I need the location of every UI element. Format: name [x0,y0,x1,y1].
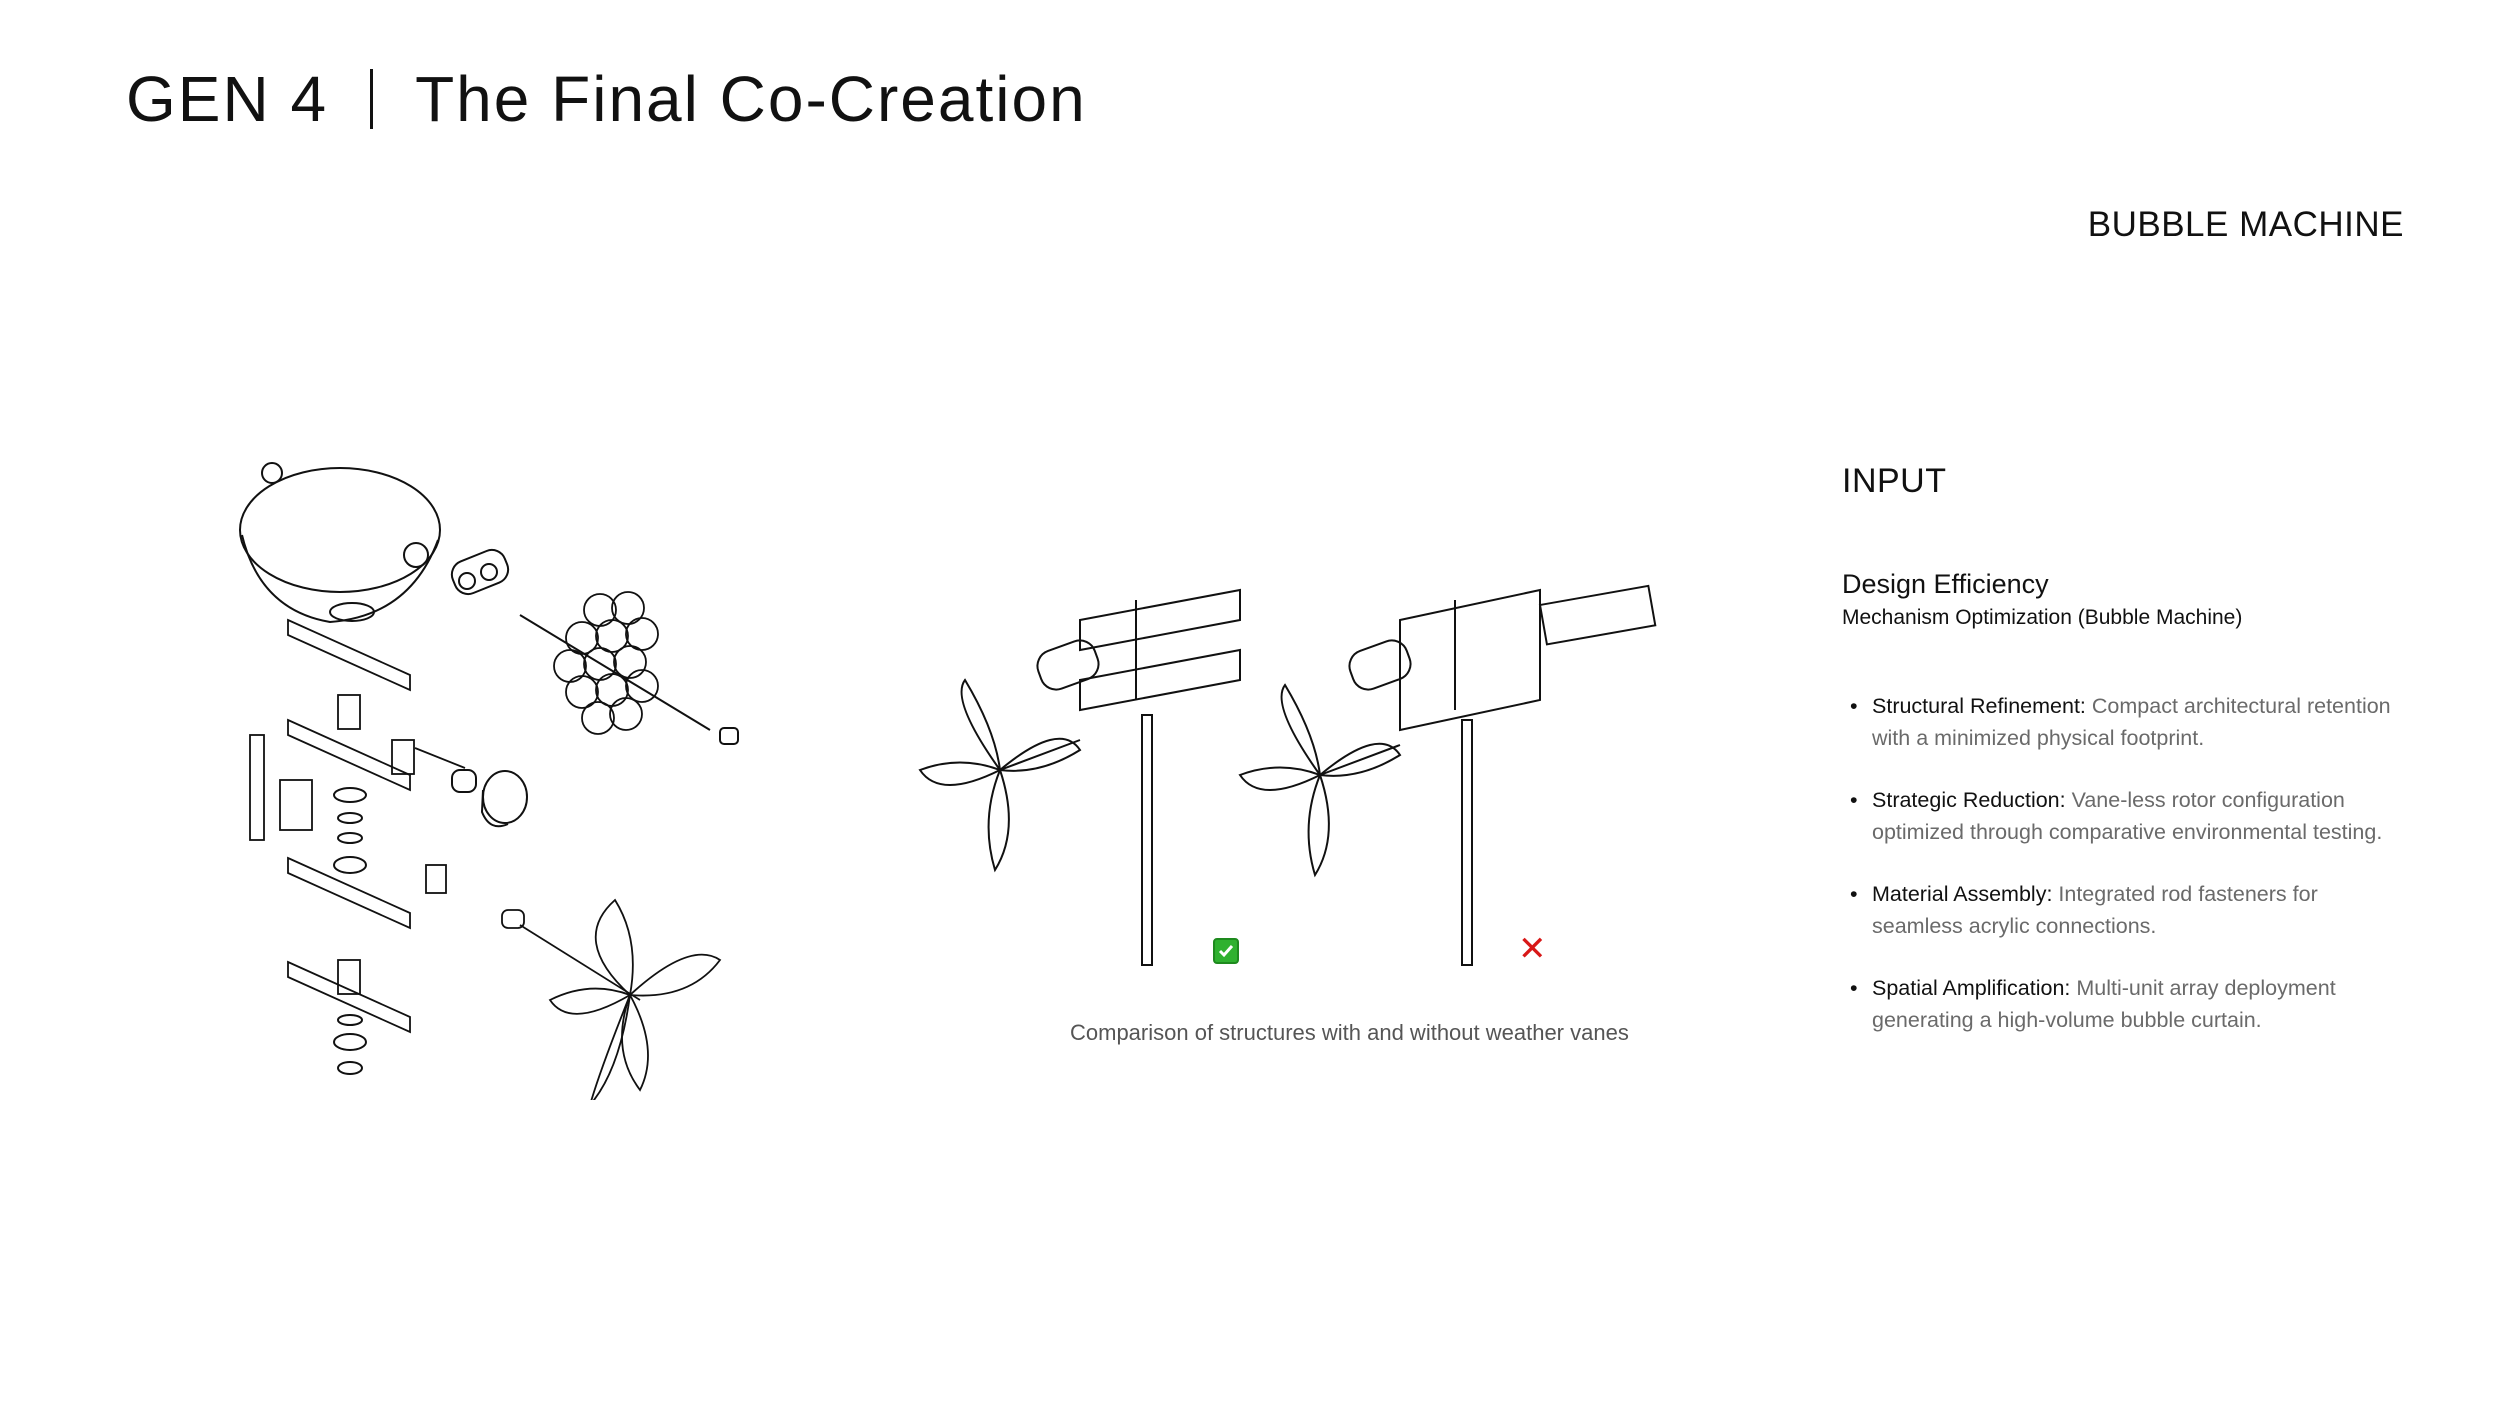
comparison-caption: Comparison of structures with and withou… [1070,1020,1629,1045]
structure-with-vane [918,588,1241,966]
list-item: •Structural Refinement: Compact architec… [1850,694,2391,750]
check-icon [1213,938,1239,964]
acrylic-plates [249,618,466,1034]
input-panel: INPUT Design Efficiency Mechanism Optimi… [1842,462,2402,1066]
list-item: •Spatial Amplification: Multi-unit array… [1850,976,2336,1032]
structure-without-vane [1238,584,1657,966]
bubble-wheel [519,591,739,745]
nozzle-part [450,548,510,596]
list-item: •Material Assembly: Integrated rod faste… [1850,882,2318,938]
gen-label: GEN 4 [126,63,329,135]
vane-comparison-diagram [918,584,1657,966]
panel-subheading-detail: Mechanism Optimization (Bubble Machine) [1842,606,2243,629]
cross-icon: ✕ [1518,930,1547,968]
list-item: •Strategic Reduction: Vane-less rotor co… [1850,788,2383,844]
exploded-view-diagram [239,462,739,1100]
title-text: The Final Co-Creation [415,63,1087,135]
motor-parts [333,769,528,1075]
feature-list: •Structural Refinement: Compact architec… [1842,690,2402,1036]
section-label: BUBBLE MACHINE [2087,205,2404,244]
panel-subheading: Design Efficiency [1842,569,2049,599]
panel-heading: INPUT [1842,462,1947,500]
bowl [239,462,441,624]
title-divider [370,69,374,129]
pinwheel-part [501,898,722,1100]
page-title: GEN 4 The Final Co-Creation [126,62,1087,136]
